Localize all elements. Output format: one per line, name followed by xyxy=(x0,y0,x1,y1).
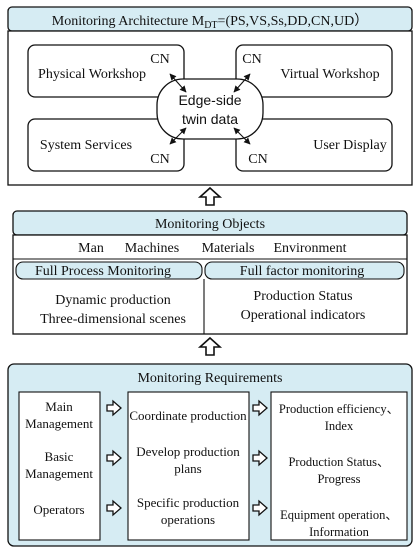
category-man: Man xyxy=(78,241,104,256)
cn-link-bottom-left xyxy=(169,127,187,145)
category-materials: Materials xyxy=(202,241,255,256)
objects-body xyxy=(12,234,408,335)
levels-box xyxy=(18,391,101,541)
action-develop-line2: plans xyxy=(174,461,201,476)
full-factor-header xyxy=(204,261,405,280)
right-item-operational-indicators: Operational indicators xyxy=(241,308,366,323)
right-item-production-status: Production Status xyxy=(253,289,352,304)
user-display-box xyxy=(235,118,393,172)
virtual-workshop-label: Virtual Workshop xyxy=(280,67,379,82)
up-arrow-icon xyxy=(197,186,223,206)
actions-box xyxy=(127,391,250,541)
level-operators: Operators xyxy=(33,502,84,517)
left-item-dynamic-production: Dynamic production xyxy=(55,293,170,308)
physical-workshop-box xyxy=(27,44,185,98)
edge-twin-data-line1: Edge-side xyxy=(178,92,241,108)
outcome-equipment-line2: Information xyxy=(309,525,369,539)
cn-label-bottom-right: CN xyxy=(248,152,267,167)
edge-twin-data-line2: twin data xyxy=(182,111,238,127)
full-process-label: Full Process Monitoring xyxy=(35,264,171,279)
right-arrow-icon xyxy=(106,449,122,467)
monitoring-objects-section: Monitoring Objects Man Machines Material… xyxy=(12,210,408,335)
cn-link-top-left xyxy=(169,73,187,93)
outcome-efficiency-line2: Index xyxy=(325,419,354,433)
cn-label-top-right: CN xyxy=(242,52,261,67)
right-arrow-icon xyxy=(252,499,268,517)
outcome-efficiency-line1: Production efficiency、 xyxy=(279,402,399,416)
action-specific-line1: Specific production xyxy=(137,495,240,510)
right-arrow-icon xyxy=(106,399,122,417)
right-arrow-icon xyxy=(106,499,122,517)
cn-link-bottom-right xyxy=(233,127,251,145)
user-display-label: User Display xyxy=(313,138,387,153)
up-arrow-icon xyxy=(197,336,223,356)
outcome-equipment-line1: Equipment operation、 xyxy=(280,508,398,522)
category-environment: Environment xyxy=(273,241,346,256)
physical-workshop-label: Physical Workshop xyxy=(38,67,146,82)
full-process-header xyxy=(15,261,203,280)
objects-title: Monitoring Objects xyxy=(155,217,265,232)
system-services-box xyxy=(27,118,185,172)
cn-label-top-left: CN xyxy=(150,52,169,67)
level-basic-line2: Management xyxy=(25,466,93,481)
right-arrow-icon xyxy=(252,399,268,417)
outcome-status-line1: Production Status、 xyxy=(288,455,389,469)
right-arrow-icon xyxy=(252,449,268,467)
outcomes-box xyxy=(270,391,408,541)
system-services-label: System Services xyxy=(40,138,132,153)
left-item-3d-scenes: Three-dimensional scenes xyxy=(40,312,186,327)
action-coordinate-line1: Coordinate production xyxy=(129,408,247,423)
level-main-line1: Main xyxy=(45,399,73,414)
architecture-section: Monitoring Architecture MDT=(PS,VS,Ss,DD… xyxy=(7,6,413,186)
outcome-status-line2: Progress xyxy=(317,472,360,486)
edge-twin-data-node xyxy=(156,78,264,140)
action-develop-line1: Develop production xyxy=(136,444,240,459)
requirements-title: Monitoring Requirements xyxy=(137,371,282,386)
full-factor-label: Full factor monitoring xyxy=(240,264,364,279)
architecture-title: Monitoring Architecture MDT=(PS,VS,Ss,DD… xyxy=(52,13,368,31)
category-machines: Machines xyxy=(125,241,179,256)
cn-link-top-right xyxy=(233,73,251,93)
monitoring-requirements-section: Monitoring Requirements Main Management … xyxy=(7,363,413,547)
virtual-workshop-box xyxy=(235,44,393,98)
action-specific-line2: operations xyxy=(161,512,215,527)
cn-label-bottom-left: CN xyxy=(150,152,169,167)
level-main-line2: Management xyxy=(25,416,93,431)
level-basic-line1: Basic xyxy=(45,449,74,464)
